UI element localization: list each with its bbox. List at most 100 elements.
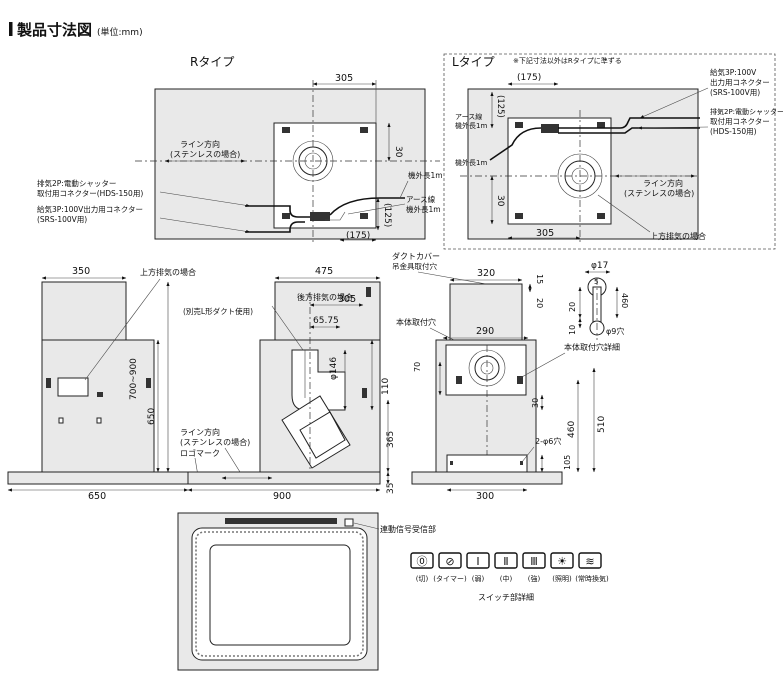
l-exhaust-line3: (HDS-150用): [710, 127, 757, 136]
front-view: 475 305 65.75 φ146 110 365 35 後方排気の場合 (別…: [180, 266, 396, 502]
front-dim-phi146: φ146: [329, 357, 339, 380]
front-dim-900: 900: [273, 491, 291, 502]
hole-phi9-label: φ9穴: [606, 326, 624, 336]
switch-mid-label: (中): [500, 574, 513, 583]
l-exhaust-line2: 取付用コネクター: [710, 116, 770, 126]
page-heading: 製品寸法図 (単位:mm): [9, 21, 143, 39]
bottom-signal-receiver: [344, 518, 354, 527]
hole-dim-5: 5: [594, 278, 598, 286]
front-base: [187, 471, 381, 485]
switch-off-button[interactable]: ⓪: [410, 552, 434, 569]
r-line-direction-sub: (ステンレスの場合): [170, 149, 240, 159]
high-icon: Ⅲ: [530, 555, 538, 568]
rear-dim-105: 105: [563, 455, 572, 470]
r-type-power-cord: [329, 197, 405, 216]
hole-phi17: φ17: [591, 261, 608, 271]
l-exhaust-line1: 排気2P:電動シャッター: [710, 107, 783, 116]
front-line-direction: ライン方向: [180, 427, 220, 437]
light-icon: ☀: [557, 555, 567, 568]
switch-high-label: (強): [528, 575, 541, 583]
heading-title: 製品寸法図: [16, 21, 92, 39]
switch-light-button[interactable]: ☀: [550, 552, 574, 569]
front-duct-cover: [274, 281, 381, 341]
switch-continuous-button[interactable]: ≋: [578, 552, 602, 569]
r-type-view: Rタイプ 305 30 (125) (175) ライン方向 (ステンレスの場合)…: [37, 55, 443, 245]
hole-dim-460: 460: [620, 293, 629, 308]
side-dim-650-w: 650: [88, 491, 106, 502]
front-dim-305: 305: [338, 294, 356, 305]
rear-dim-70: 70: [413, 362, 422, 372]
side-dim-range: 700~900: [129, 358, 139, 400]
l-type-note: ※下記寸法以外はRタイプに準ずる: [513, 56, 622, 65]
rear-dim-460: 460: [567, 421, 577, 438]
l-dim-125: (125): [495, 95, 505, 118]
r-type-motor-plate: [273, 122, 377, 229]
rear-base: [411, 471, 563, 485]
r-type-exhaust-wire: [245, 205, 310, 218]
rear-duct-cover-line1: ダクトカバー: [392, 251, 440, 261]
l-supply-line2: 出力用コネクター: [710, 77, 770, 87]
r-type-connector: [310, 212, 330, 221]
rear-dim-15: 15: [535, 274, 544, 284]
l-earth-line2: 機外長1m: [455, 121, 487, 130]
l-supply-line3: (SRS-100V用): [710, 88, 760, 97]
bottom-control-strip: [225, 518, 337, 524]
hole-dim-10: 10: [568, 325, 577, 335]
r-type-title: Rタイプ: [190, 55, 234, 69]
heading-unit: (単位:mm): [97, 26, 143, 38]
mid-icon: Ⅱ: [503, 555, 508, 568]
r-earth-line2: 機外長1m: [406, 204, 441, 214]
l-type-supply-wire: [558, 117, 700, 129]
switch-timer-label: (タイマー): [433, 574, 467, 583]
side-view: 350 上方排気の場合 700~900 650 650: [7, 266, 196, 502]
l-type-title: Lタイプ: [452, 55, 495, 69]
switch-panel: ⓪ (切) ⊘ (タイマー) Ⅰ (弱) Ⅱ (中) Ⅲ (強) ☀ (照明): [410, 552, 609, 602]
receiver-label: 連動信号受信部: [380, 524, 436, 534]
l-dim-30: 30: [495, 195, 505, 207]
l-dim-175: (175): [517, 73, 541, 83]
timer-icon: ⊘: [445, 555, 454, 568]
front-dim-365: 365: [386, 431, 396, 448]
front-logo-mark: ロゴマーク: [180, 448, 220, 458]
switch-low-button[interactable]: Ⅰ: [466, 552, 490, 569]
front-dim-475: 475: [315, 266, 333, 277]
rear-dim-290: 290: [476, 326, 494, 337]
l-dim-305: 305: [536, 228, 554, 239]
l-type-view: Lタイプ ※下記寸法以外はRタイプに準ずる (175) (125) 30 305…: [443, 53, 783, 250]
r-earth-line1: アース線: [406, 194, 436, 204]
switch-timer-button[interactable]: ⊘: [438, 552, 462, 569]
r-dim-305: 305: [335, 73, 353, 84]
r-exhaust-2p-line1: 排気2P:電動シャッター: [37, 178, 116, 188]
switch-mid-button[interactable]: Ⅱ: [494, 552, 518, 569]
switch-high-button[interactable]: Ⅲ: [522, 552, 546, 569]
r-dim-30: 30: [393, 146, 403, 158]
front-rear-exhaust-line1: 後方排気の場合: [297, 292, 353, 302]
l-line-direction-sub: (ステンレスの場合): [624, 188, 694, 198]
r-cord-out: 機外長1m: [408, 170, 443, 180]
r-exhaust-2p-line2: 取付用コネクター(HDS-150用): [37, 188, 143, 198]
l-type-power-cord: [489, 127, 542, 161]
rear-dim-20: 20: [535, 298, 544, 308]
off-icon: ⓪: [417, 555, 428, 568]
rear-dim-510: 510: [597, 416, 607, 433]
l-type-motor-plate: [507, 117, 612, 225]
front-dim-110: 110: [381, 378, 391, 395]
switch-caption: スイッチ部詳細: [478, 592, 534, 602]
l-earth-line1: アース線: [455, 112, 482, 121]
r-line-direction: ライン方向: [180, 139, 220, 149]
front-dim-35: 35: [386, 483, 396, 494]
side-base: [7, 471, 189, 485]
front-line-direction-sub: (ステンレスの場合): [180, 437, 250, 447]
hole-detail: φ17 5 20 10 460 φ9穴 本体取付穴詳細: [519, 261, 629, 379]
l-supply-line1: 給気3P:100V: [710, 67, 757, 77]
side-dim-650-h: 650: [147, 408, 157, 425]
front-rear-exhaust-line2: (別売L形ダクト使用): [183, 306, 253, 316]
side-duct-cover: [41, 281, 127, 341]
r-supply-3p-line2: (SRS-100V用): [37, 215, 87, 224]
l-cord-out: 機外長1m: [455, 158, 487, 167]
front-fan-unit: [281, 395, 351, 469]
r-dim-125: (125): [382, 203, 392, 227]
hole-detail-title: 本体取付穴詳細: [564, 342, 620, 352]
bottom-view: 連動信号受信部: [177, 512, 436, 671]
